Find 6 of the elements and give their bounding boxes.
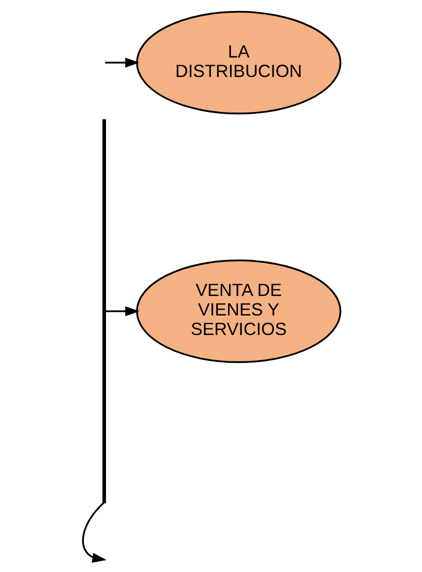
node-bar <box>102 119 106 504</box>
arrow <box>104 58 139 68</box>
node-ellipse: LA DISTRIBUCION <box>136 10 341 114</box>
arrow <box>82 502 106 563</box>
node-ellipse: VENTA DE VIENES Y SERVICIOS <box>136 260 341 364</box>
arrow <box>104 306 139 316</box>
